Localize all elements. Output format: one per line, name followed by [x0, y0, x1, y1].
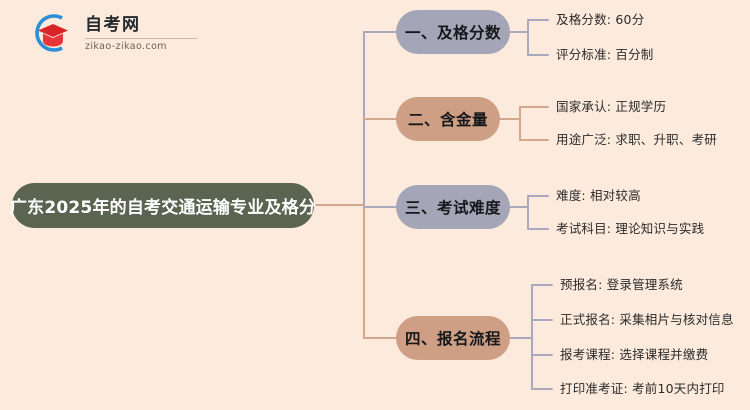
leaf-2-1[interactable]: 国家承认: 正规学历 — [556, 99, 667, 114]
logo-divider — [85, 37, 197, 39]
branch-node-4[interactable]: 四、报名流程 — [396, 316, 510, 360]
leaf-3-1[interactable]: 难度: 相对较高 — [556, 188, 641, 203]
branch-node-4-label: 四、报名流程 — [404, 330, 501, 348]
logo-name-en: zikao-zikao.com — [85, 40, 167, 52]
leaf-3-2[interactable]: 考试科目: 理论知识与实践 — [556, 221, 705, 236]
leaf-1-1[interactable]: 及格分数: 60分 — [556, 12, 645, 27]
logo-text: 自考网 zikao-zikao.com — [85, 15, 197, 52]
branch-node-3[interactable]: 三、考试难度 — [396, 185, 510, 229]
leaf-2-2[interactable]: 用途广泛: 求职、升职、考研 — [556, 132, 717, 147]
leaf-4-3[interactable]: 报考课程: 选择课程并缴费 — [560, 347, 709, 362]
graduation-cap-logo-icon — [30, 10, 76, 56]
site-logo[interactable]: 自考网 zikao-zikao.com — [30, 10, 197, 56]
leaf-1-2[interactable]: 评分标准: 百分制 — [556, 47, 654, 62]
leaf-4-1[interactable]: 预报名: 登录管理系统 — [560, 277, 683, 292]
leaf-4-2[interactable]: 正式报名: 采集相片与核对信息 — [560, 312, 734, 327]
leaf-4-4[interactable]: 打印准考证: 考前10天内打印 — [560, 381, 725, 396]
branch-node-2[interactable]: 二、含金量 — [396, 97, 500, 141]
branch-node-1-label: 一、及格分数 — [404, 24, 501, 42]
branch-node-1[interactable]: 一、及格分数 — [396, 10, 510, 54]
logo-name-cn: 自考网 — [85, 14, 141, 35]
branch-node-3-label: 三、考试难度 — [404, 199, 501, 217]
branch-node-2-label: 二、含金量 — [407, 111, 488, 129]
root-node[interactable]: 广东2025年的自考交通运输专业及格分 — [9, 183, 317, 228]
root-node-label: 广东2025年的自考交通运输专业及格分 — [9, 198, 317, 218]
